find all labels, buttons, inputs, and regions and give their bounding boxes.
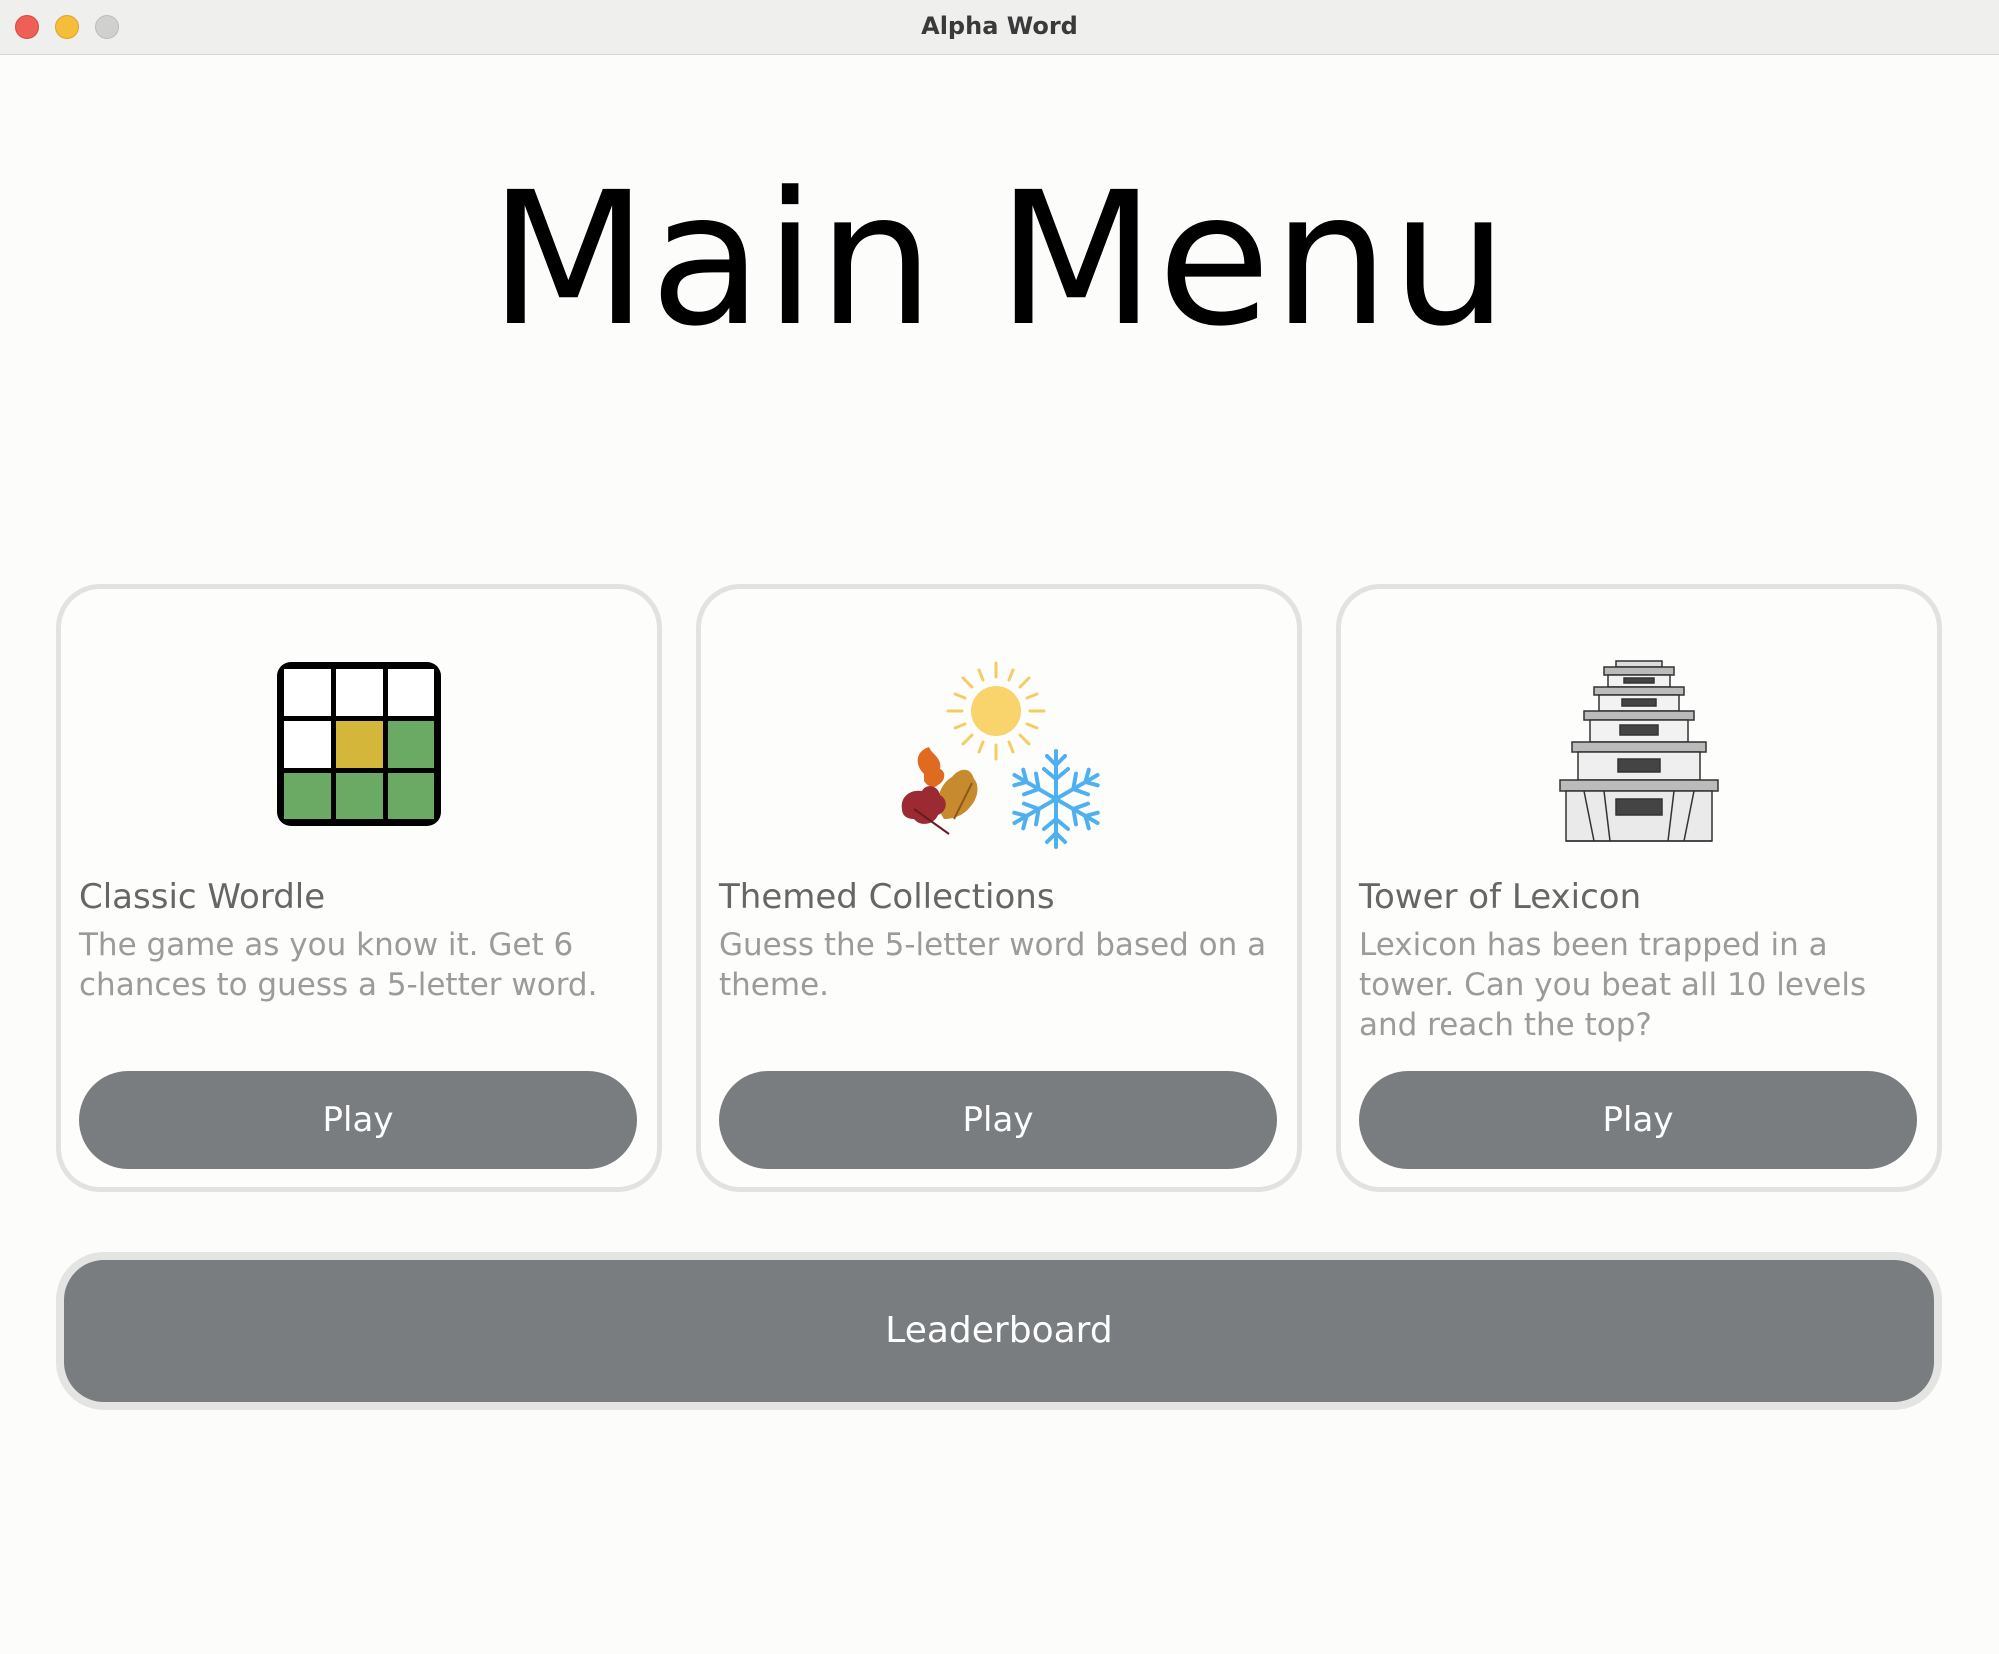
- autumn-leaves-icon: [901, 747, 978, 835]
- tower-icon: [1341, 659, 1937, 844]
- page-title: Main Menu: [489, 153, 1510, 367]
- snowflake-icon: [1012, 749, 1100, 849]
- mode-description: Guess the 5-letter word based on a theme…: [719, 927, 1267, 1003]
- mode-description: The game as you know it. Get 6 chances t…: [79, 927, 598, 1003]
- play-classic-wordle-button[interactable]: Play: [79, 1071, 637, 1169]
- themed-collections-card: Themed Collections Guess the 5-letter wo…: [696, 584, 1302, 1192]
- sun-icon: [946, 661, 1046, 761]
- tower-of-lexicon-card: Tower of Lexicon Lexicon has been trappe…: [1336, 584, 1942, 1192]
- classic-wordle-card: Classic Wordle The game as you know it. …: [56, 584, 662, 1192]
- leaderboard-button[interactable]: Leaderboard: [56, 1252, 1942, 1410]
- mode-title: Classic Wordle: [79, 877, 326, 917]
- title-bar: Alpha Word: [0, 0, 1999, 55]
- play-themed-collections-button[interactable]: Play: [719, 1071, 1277, 1169]
- window-title: Alpha Word: [921, 12, 1078, 40]
- mode-title: Themed Collections: [719, 877, 1055, 917]
- zoom-window-button[interactable]: [95, 15, 119, 39]
- mode-description: Lexicon has been trapped in a tower. Can…: [1359, 927, 1867, 1043]
- play-tower-of-lexicon-button[interactable]: Play: [1359, 1071, 1917, 1169]
- close-window-button[interactable]: [15, 15, 39, 39]
- wordle-grid-icon: [61, 659, 657, 844]
- mode-title: Tower of Lexicon: [1359, 877, 1642, 917]
- seasons-icon: [701, 659, 1297, 849]
- minimize-window-button[interactable]: [55, 15, 79, 39]
